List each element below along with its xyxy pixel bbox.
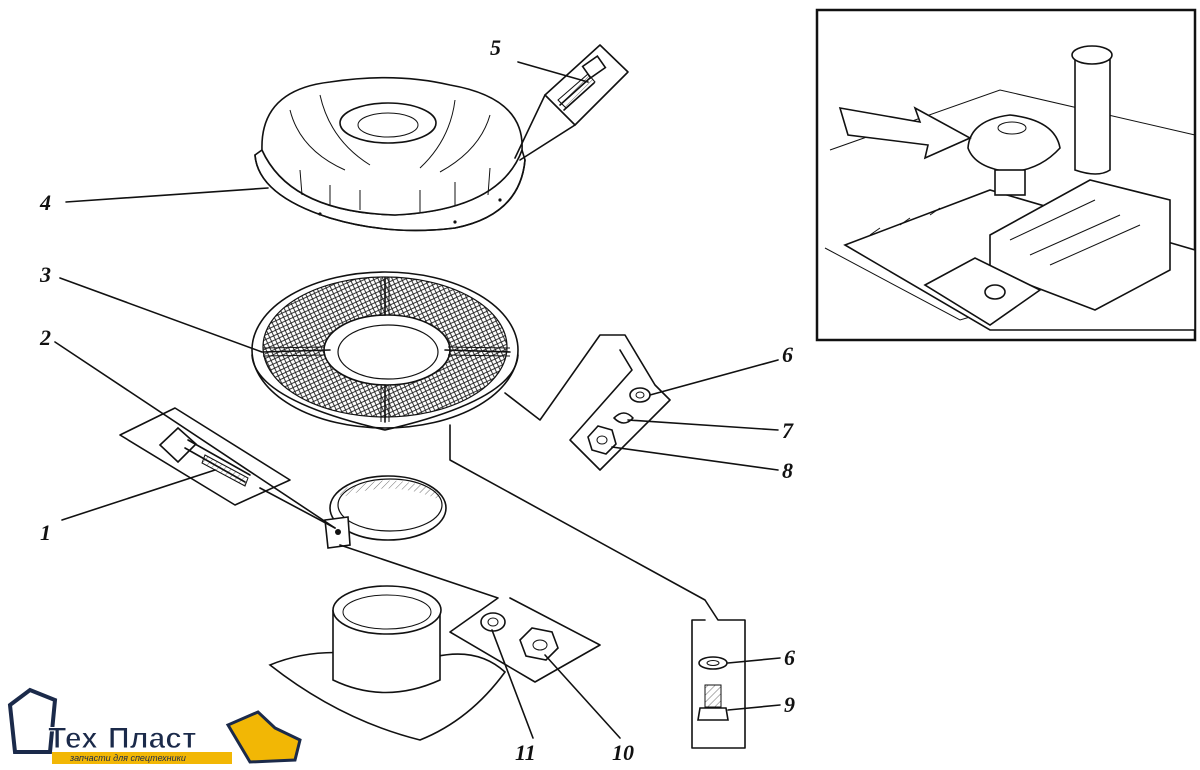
callout-5: 5: [490, 35, 501, 60]
callout-6-bottom: 6: [784, 645, 795, 670]
bolt-part-5: [514, 44, 629, 161]
callout-4: 4: [39, 190, 51, 215]
nut-washer-inset-parts-10-11: [339, 544, 601, 683]
installation-location-inset: [815, 8, 1197, 342]
air-inlet-pipe: [268, 585, 507, 741]
clamp-ring-part-2: [324, 475, 447, 549]
filter-mesh-plate-part-3: [251, 271, 519, 431]
callout-3: 3: [39, 262, 51, 287]
callout-1: 1: [40, 520, 51, 545]
callout-7: 7: [782, 418, 794, 443]
techplast-logo: Тех Пласт запчасти для спецтехники: [7, 687, 302, 764]
cover-dome-part-4: [254, 76, 526, 232]
logo-tagline: запчасти для спецтехники: [69, 753, 186, 763]
logo-name-part2: Пласт: [108, 722, 197, 755]
callout-2: 2: [39, 325, 51, 350]
clamp-bolt-part-1: [119, 407, 336, 529]
callout-10: 10: [612, 740, 634, 765]
logo-name-part1: Тех: [48, 722, 98, 755]
callout-8: 8: [782, 458, 793, 483]
fastener-inset-parts-6-7-8: [504, 334, 671, 471]
callout-6-top: 6: [782, 342, 793, 367]
callout-11: 11: [515, 740, 536, 765]
callout-9: 9: [784, 692, 795, 717]
fastener-inset-parts-6-9: [449, 424, 746, 749]
